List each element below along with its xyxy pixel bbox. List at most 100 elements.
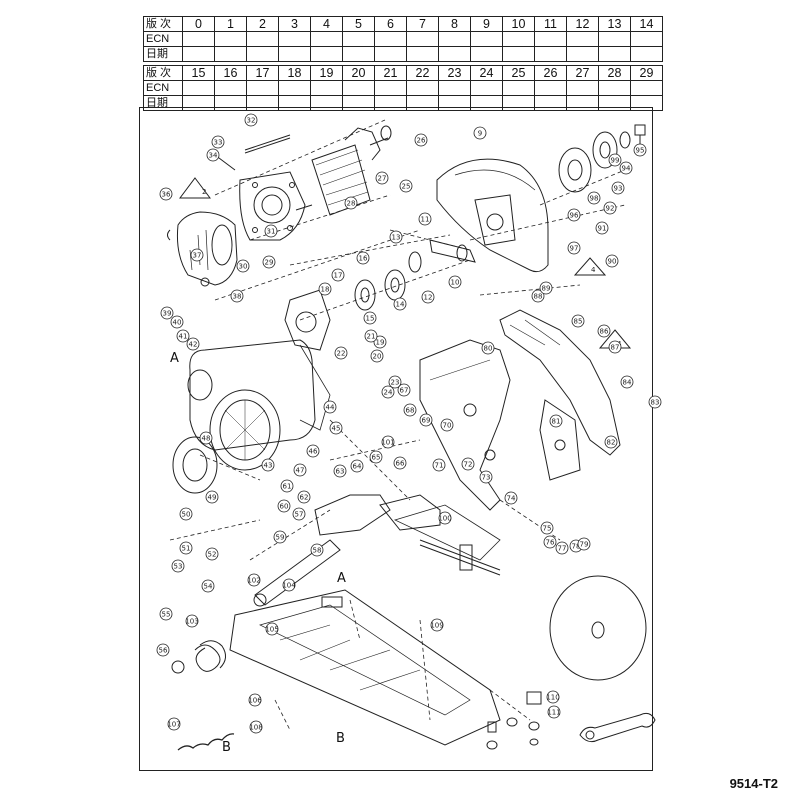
callout-number: 86 xyxy=(600,328,609,336)
callout-bubble xyxy=(363,311,377,325)
gear-housing xyxy=(419,339,511,511)
callout-bubble xyxy=(619,161,633,175)
callout-bubble xyxy=(201,579,215,593)
callout-number: 10 xyxy=(451,279,460,287)
callout-number: 60 xyxy=(280,503,289,511)
callout-number: 111 xyxy=(547,709,560,717)
callout-bubble xyxy=(310,543,324,557)
callout-bubble xyxy=(381,385,395,399)
callout-bubble xyxy=(280,479,294,493)
callout-number: 102 xyxy=(247,577,260,585)
callout-bubble xyxy=(504,491,518,505)
callout-bubble xyxy=(179,507,193,521)
callout-bubble xyxy=(159,607,173,621)
callout-number: 78 xyxy=(572,543,581,551)
callout-bubble xyxy=(414,133,428,147)
callout-bubble xyxy=(603,201,617,215)
callout-bubble xyxy=(388,375,402,389)
callout-number: 85 xyxy=(574,318,583,326)
callout-bubble xyxy=(350,459,364,473)
callout-number: 25 xyxy=(402,183,411,191)
callout-number: 39 xyxy=(163,310,172,318)
callout-number: 26 xyxy=(417,137,426,145)
callout-bubble xyxy=(479,470,493,484)
callout-number: 23 xyxy=(391,379,400,387)
callout-number: 49 xyxy=(208,494,217,502)
callout-number: 82 xyxy=(607,439,616,447)
callout-number: 89 xyxy=(542,285,551,293)
callout-number: 88 xyxy=(534,293,543,301)
callout-bubble xyxy=(440,418,454,432)
callout-number: 31 xyxy=(267,228,276,236)
callout-number: 28 xyxy=(347,200,356,208)
callout-bubble xyxy=(448,275,462,289)
callout-bubble xyxy=(318,282,332,296)
callout-bubble xyxy=(419,413,433,427)
flange-set xyxy=(558,124,646,193)
revision-number: 26 xyxy=(534,65,567,81)
callout-number: 51 xyxy=(182,545,191,553)
callout-number: 92 xyxy=(606,205,615,213)
callout-bubble xyxy=(604,435,618,449)
callout-number: 24 xyxy=(384,389,393,397)
callout-number: 94 xyxy=(622,165,631,173)
callout-bubble xyxy=(608,340,622,354)
callout-number: 56 xyxy=(159,647,168,655)
callout-number: 34 xyxy=(209,152,218,160)
callout-number: 95 xyxy=(636,147,645,155)
callout-number: 70 xyxy=(443,422,452,430)
callout-number: 104 xyxy=(282,582,296,590)
callout-bubble xyxy=(421,290,435,304)
callout-number: 77 xyxy=(558,545,567,553)
callout-bubble xyxy=(481,341,495,355)
callout-bubble xyxy=(608,153,622,167)
callout-number: 36 xyxy=(162,191,171,199)
callout-number: 81 xyxy=(552,418,561,426)
callout-bubble xyxy=(273,530,287,544)
callout-number: 84 xyxy=(623,379,632,387)
ecn-row: ECN xyxy=(143,31,663,47)
callout-number: 9 xyxy=(478,130,482,138)
callout-bubble xyxy=(393,456,407,470)
callout-bubble xyxy=(595,221,609,235)
callout-bubble xyxy=(597,324,611,338)
callout-number: 73 xyxy=(482,474,491,482)
ecn-header: ECN xyxy=(143,80,183,96)
callout-number: 21 xyxy=(367,333,376,341)
callout-bubble xyxy=(403,403,417,417)
callout-bubble xyxy=(438,511,452,525)
callout-bubble xyxy=(264,224,278,238)
callout-bubble xyxy=(282,578,296,592)
upper-arm xyxy=(499,309,621,481)
callout-bubble xyxy=(461,457,475,471)
callout-number: 71 xyxy=(435,462,444,470)
callout-number: 109 xyxy=(430,622,443,630)
callout-number: 101 xyxy=(381,439,394,447)
part-callouts: 9101112131415161718192021222324252627282… xyxy=(156,113,662,734)
callout-number: 45 xyxy=(332,425,341,433)
callout-bubble xyxy=(334,346,348,360)
callout-bubble xyxy=(306,444,320,458)
callout-number: 16 xyxy=(359,255,368,263)
callout-number: 30 xyxy=(239,263,248,271)
callout-number: 66 xyxy=(396,460,405,468)
callout-number: 54 xyxy=(204,583,213,591)
note-triangle: 2 xyxy=(179,177,211,199)
callout-bubble xyxy=(375,171,389,185)
callout-bubble xyxy=(369,450,383,464)
callout-number: 83 xyxy=(651,399,660,407)
callout-number: 72 xyxy=(464,461,473,469)
callout-bubble xyxy=(293,463,307,477)
callout-number: 17 xyxy=(334,272,343,280)
callout-number: 68 xyxy=(406,407,415,415)
callout-bubble xyxy=(389,230,403,244)
callout-number: 27 xyxy=(378,175,387,183)
callout-number: 33 xyxy=(214,139,223,147)
callout-bubble xyxy=(331,268,345,282)
stator-assembly xyxy=(167,211,238,287)
callout-number: 22 xyxy=(337,350,346,358)
callout-bubble xyxy=(261,458,275,472)
revision-row: 版 次 15 16 17 18 19 20 21 22 23 24 25 26 … xyxy=(143,65,663,81)
callout-number: 55 xyxy=(162,611,171,619)
